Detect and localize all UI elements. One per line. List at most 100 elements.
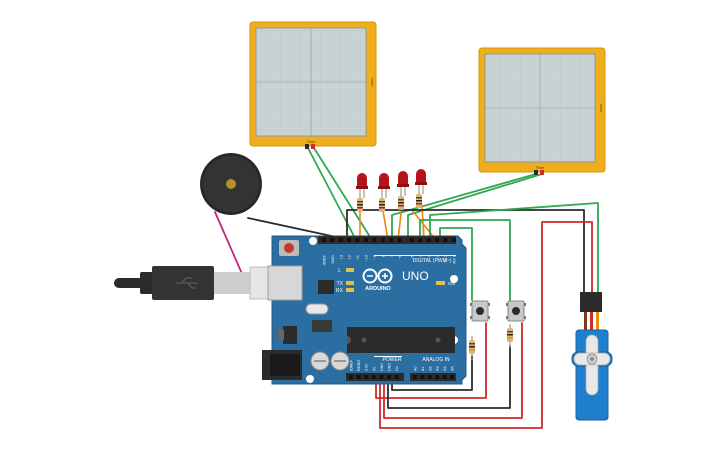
digital-pin-slot[interactable] <box>338 238 343 242</box>
power-pin-slot[interactable] <box>364 375 369 379</box>
digital-pin-slot[interactable] <box>347 238 352 242</box>
bottom-pin-slots <box>349 375 454 379</box>
digital-header[interactable] <box>318 236 456 244</box>
digital-pin-slot[interactable] <box>389 238 394 242</box>
analog-pin-label: A0 <box>414 366 418 371</box>
power-pin-label: 3.3V <box>365 363 369 371</box>
analog-pin-slot[interactable] <box>420 375 425 379</box>
analog-label: ANALOG IN <box>422 357 450 363</box>
digital-pin-label: ~10 <box>365 255 369 261</box>
power-pin-label: RESET <box>357 358 361 371</box>
wire-scope-right-probe-2[interactable] <box>407 173 543 241</box>
wire-scope-left-probe-1[interactable] <box>307 147 357 241</box>
servo-horn-icon[interactable] <box>573 334 611 396</box>
digital-pin-label: AREF <box>323 254 327 265</box>
digital-pin-label: RX 0 <box>453 255 457 263</box>
digital-pin-slot[interactable] <box>397 238 402 242</box>
digital-pin-label: 2 <box>436 255 440 257</box>
oscilloscope-left[interactable]: Time Volts <box>249 21 377 149</box>
digital-pin-slot[interactable] <box>435 238 440 242</box>
oscilloscope-right-probe-terminal[interactable] <box>534 170 538 175</box>
wire-button-2[interactable] <box>419 219 511 301</box>
oscilloscope-right[interactable]: Time Volts <box>478 47 606 175</box>
power-pin-slot[interactable] <box>356 375 361 379</box>
power-pin-slot[interactable] <box>394 375 399 379</box>
digital-pin-slot[interactable] <box>410 238 414 242</box>
crystal <box>305 303 329 315</box>
digital-pin-label: 4 <box>419 255 423 257</box>
digital-pin-label: ~9 <box>373 255 377 259</box>
usb-port <box>267 265 303 301</box>
digital-pin-slot[interactable] <box>355 238 360 242</box>
analog-pin-label: A5 <box>451 366 455 371</box>
digital-pin-slot[interactable] <box>330 238 335 242</box>
power-pin-slot[interactable] <box>349 375 353 379</box>
digital-pin-slots <box>322 238 456 242</box>
digital-pin-slot[interactable] <box>380 238 385 242</box>
power-pin-label: GND <box>380 363 384 371</box>
power-pin-label: 5V <box>372 366 376 371</box>
wire-button-1[interactable] <box>439 227 473 301</box>
wire-led-5[interactable] <box>411 209 437 241</box>
wire-scope-right-probe-1[interactable] <box>391 173 537 241</box>
wire-scope-left-probe-2[interactable] <box>313 147 373 241</box>
oscilloscope-right-ylabel: Volts <box>599 104 604 113</box>
digital-pin-slot[interactable] <box>418 238 423 242</box>
power-pin-label: IOREF <box>350 359 354 371</box>
digital-pin-slot[interactable] <box>364 238 368 242</box>
reset-button[interactable] <box>279 240 299 256</box>
atmega-chip <box>347 327 455 353</box>
led-4[interactable] <box>415 169 427 194</box>
led-2[interactable] <box>378 173 390 198</box>
analog-pin-slot[interactable] <box>413 375 417 379</box>
analog-pin-slot[interactable] <box>435 375 440 379</box>
pushbutton-1[interactable] <box>470 300 490 322</box>
button-resistor-2[interactable] <box>507 324 513 348</box>
led-1[interactable] <box>356 173 368 198</box>
analog-pin-slot[interactable] <box>427 375 432 379</box>
digital-header-label: DIGITAL (PWM~) <box>413 258 452 264</box>
digital-pin-slot[interactable] <box>426 238 431 242</box>
digital-pin-slot[interactable] <box>443 238 448 242</box>
wire-servo-power[interactable] <box>379 221 593 429</box>
analog-pin-label: A1 <box>421 366 425 371</box>
on-label: ON <box>448 281 455 286</box>
usb-chip <box>318 280 334 294</box>
oscilloscope-left-ylabel: Volts <box>370 78 375 87</box>
wire-ground-bus[interactable] <box>346 209 585 293</box>
power-pin-slot[interactable] <box>387 375 391 379</box>
piezo-buzzer[interactable] <box>200 153 262 215</box>
led-3[interactable] <box>397 171 409 196</box>
digital-pin-slot[interactable] <box>452 238 456 242</box>
power-pin-slot[interactable] <box>379 375 384 379</box>
digital-pin-slot[interactable] <box>322 238 326 242</box>
analog-pin-label: A2 <box>428 366 432 371</box>
analog-header[interactable] <box>410 373 456 381</box>
digital-pin-label: 8 <box>381 255 385 257</box>
analog-pin-slot[interactable] <box>442 375 447 379</box>
wire-button-power-2[interactable] <box>375 322 487 399</box>
pushbutton-2[interactable] <box>506 300 526 322</box>
voltage-regulator <box>283 326 297 344</box>
oscilloscope-right-xlabel: Time <box>536 165 546 170</box>
analog-pin-label: A3 <box>436 366 440 371</box>
analog-pin-slot[interactable] <box>450 375 454 379</box>
oscilloscope-left-probe-terminal[interactable] <box>305 144 309 149</box>
wire-servo-signal[interactable] <box>429 202 599 293</box>
button-resistor-1[interactable] <box>469 336 475 360</box>
led-l-label: L <box>338 268 341 274</box>
servo-motor[interactable] <box>571 292 613 421</box>
wire-button-ground-1[interactable] <box>387 345 511 409</box>
power-pin-slot[interactable] <box>371 375 376 379</box>
analog-pin-label: A4 <box>443 366 447 371</box>
buzzer-center-icon <box>226 179 236 189</box>
servo-connector[interactable] <box>580 292 602 312</box>
led-resistors[interactable] <box>357 194 422 212</box>
digital-pin-slot[interactable] <box>372 238 377 242</box>
digital-pin-label: 7 <box>390 255 394 257</box>
